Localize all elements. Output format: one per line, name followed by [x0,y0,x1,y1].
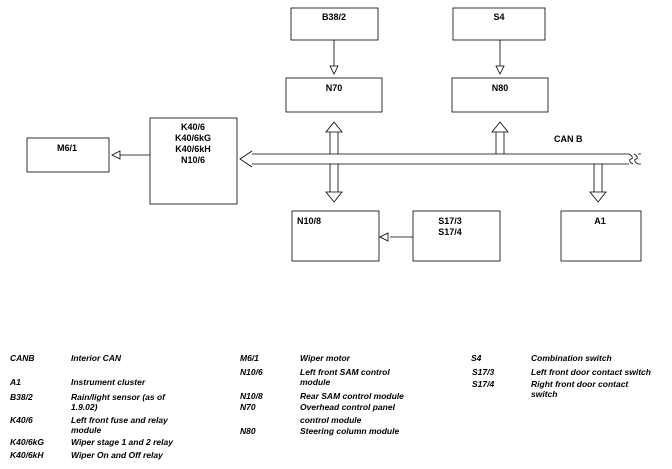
legend-desc: module [300,377,331,387]
legend-column-3: S4 Combination switch S17/3 Left front doo… [471,353,671,403]
can-bus-line [252,153,641,165]
label-s4: S4 [493,12,504,22]
legend-code: N10/8 [240,391,263,401]
legend-desc: Instrument cluster [71,377,146,387]
box-s17 [412,210,501,262]
legend-code: S17/4 [472,379,495,389]
label-n70: N70 [326,83,343,93]
legend-code: N80 [240,426,256,436]
legend-desc: module [71,425,102,435]
legend-desc: Steering column module [300,426,400,436]
box-n10-8 [291,210,380,262]
legend-code: K40/6 [10,415,33,425]
box-s4 [452,7,546,41]
connector-a1 [589,164,607,203]
box-m6-1 [26,137,110,173]
bus-arrow-left [239,150,253,168]
legend-desc: 1.9.02) [71,402,98,412]
legend-code: S4 [471,353,482,363]
box-b38-2 [290,7,379,41]
legend-code: A1 [10,377,21,387]
legend-code: K40/6kG [10,437,45,447]
legend-desc: Left front door contact switch [531,367,651,377]
legend-desc: Wiper On and Off relay [71,450,163,460]
box-k40-stack [149,117,238,205]
label-b38-2: B38/2 [322,12,346,22]
label-m6-1: M6/1 [57,143,77,153]
can-bus-label: CAN B [554,134,583,144]
legend-desc: Combination switch [531,353,612,363]
connector-n80 [491,121,509,154]
legend-column-2: M6/1 Wiper motor N10/6 Left front SAM cont… [240,353,465,443]
legend-desc: switch [531,389,558,399]
label-k40-6kh: K40/6kH [175,144,211,154]
legend-code: N10/6 [240,367,263,377]
label-a1: A1 [594,216,606,226]
label-s17-4: S17/4 [438,227,462,237]
label-s17-3: S17/3 [438,216,462,226]
legend-code: K40/6kH [10,450,44,460]
legend-desc: Left front fuse and relay [71,415,168,425]
label-k40-6kg: K40/6kG [175,133,211,143]
legend-desc: Left front SAM control [300,367,390,377]
legend-column-1: CANB Interior CAN A1 Instrument cluster B3… [10,353,230,465]
box-n80 [451,77,549,113]
legend-desc: control module [300,415,362,425]
legend-code: M6/1 [240,353,259,363]
label-n10-8: N10/8 [297,216,321,226]
legend-code: N70 [240,402,256,412]
label-k40-6: K40/6 [181,122,205,132]
label-n10-6: N10/6 [181,155,205,165]
connector-n70-n10-8 [325,121,343,203]
label-n80: N80 [492,83,509,93]
legend-desc: Right front door contact [531,379,629,389]
box-n70 [285,77,383,113]
legend-code: B38/2 [10,392,33,402]
legend-desc: Rear SAM control module [300,391,404,401]
legend-code: S17/3 [472,367,495,377]
box-a1 [560,210,642,262]
legend-desc: Interior CAN [71,353,122,363]
legend-desc: Wiper stage 1 and 2 relay [71,437,173,447]
legend-desc: Overhead control panel [300,402,395,412]
legend-desc: Wiper motor [300,353,350,363]
legend-desc: Rain/light sensor (as of [71,392,165,402]
legend-code: CANB [10,353,35,363]
